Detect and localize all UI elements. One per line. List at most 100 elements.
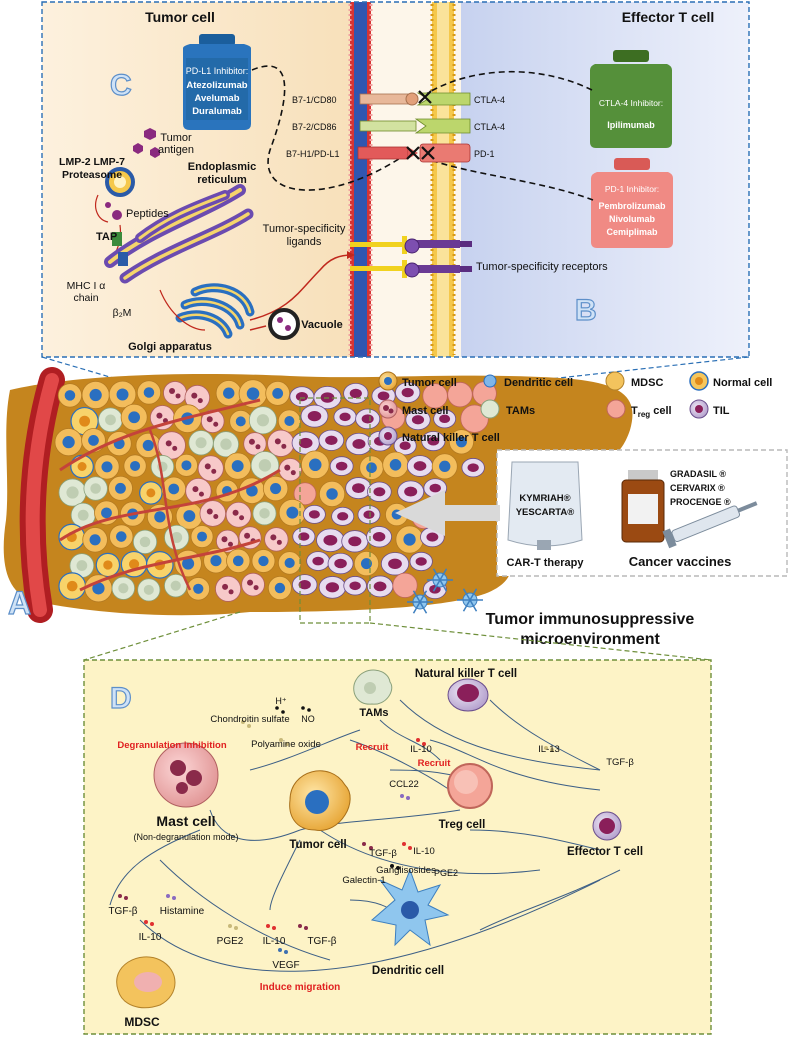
- tissue-cell: [395, 525, 424, 554]
- d-nkt-label: Natural killer T cell: [415, 668, 517, 680]
- tissue-dendritic-cell: [427, 568, 453, 592]
- tissue-cell: [366, 575, 394, 598]
- tissue-cell: [306, 551, 331, 571]
- d-histamine: Histamine: [160, 906, 205, 917]
- tissue-cell: [243, 432, 267, 456]
- tissue-cell: [385, 502, 409, 527]
- panel-c-letter: C: [110, 69, 132, 102]
- tissue-cell: [327, 552, 354, 575]
- tams-cell: [353, 669, 393, 705]
- legend-til: TIL: [713, 405, 730, 417]
- vaccine-drug-2: CERVARIX ®: [670, 483, 725, 493]
- tissue-cell: [185, 477, 212, 505]
- tissue-cell: [357, 505, 381, 525]
- ligand-receptor-pairs: [357, 90, 471, 163]
- tme-title-1: Tumor immunosuppressive: [486, 611, 695, 628]
- cell-legend: Tumor cell Dendritic cell MDSC Normal ce…: [378, 371, 772, 446]
- ligand-b7-1: B7-1/CD80: [292, 95, 337, 105]
- tissue-cell: [292, 527, 316, 547]
- tissue-cell: [157, 431, 186, 460]
- tissue-cell: [300, 404, 329, 428]
- tme-title-2: microenvironment: [520, 631, 660, 648]
- er-label-1: Endoplasmic: [188, 161, 256, 173]
- tissue-cell: [70, 406, 99, 436]
- pd1-drug-3: Cemiplimab: [606, 227, 658, 237]
- legend-mast-cell: Mast cell: [402, 405, 448, 417]
- legend-normal-cell: Normal cell: [713, 377, 772, 389]
- tumor-cell-d: [289, 770, 351, 831]
- d-galectin: Galectin-1: [342, 875, 385, 886]
- tissue-cell: [341, 530, 369, 553]
- tissue-cell: [81, 381, 110, 410]
- d-degranulation-label: Degranulation inhibition: [117, 740, 226, 751]
- tissue-cell: [278, 458, 302, 482]
- tissue-cell: [267, 429, 295, 457]
- pd1-inhibitor-title: PD-1 Inhibitor:: [605, 184, 659, 194]
- b2m-label: β₂M: [113, 307, 132, 319]
- tissue-cell: [393, 436, 417, 456]
- legend-tumor-cell: Tumor cell: [402, 377, 457, 389]
- zoom-line-d-right: [369, 622, 712, 661]
- tumor-antigen-label-2: antigen: [158, 144, 194, 156]
- d-induce-migration: Induce migration: [260, 982, 341, 993]
- tissue-cell: [94, 454, 120, 480]
- ligand-arrow: [249, 254, 353, 321]
- tissue-cell: [70, 502, 96, 528]
- tissue-cell: [405, 409, 431, 431]
- tissue-cell: [224, 452, 252, 480]
- tissue-cell: [392, 572, 418, 598]
- tissue-cell: [343, 576, 367, 596]
- ligand-b7-2: B7-2/CD86: [292, 122, 337, 132]
- dendritic-cell-d: [370, 868, 450, 947]
- tissue-cell: [241, 572, 265, 597]
- panel-d-frame: [83, 659, 712, 1035]
- tissue-cell: [262, 475, 289, 502]
- pdl1-inhibitor-link: [251, 65, 406, 191]
- tissue-cell: [409, 551, 433, 572]
- d-recruit-1: Recruit: [356, 742, 390, 753]
- tissue-cell: [329, 456, 354, 476]
- tissue-cell: [174, 453, 198, 477]
- tissue-cell: [251, 549, 276, 573]
- d-tgfb-b: TGF-β: [369, 848, 397, 859]
- therapy-arrow: [395, 490, 500, 536]
- panel-a-tumor-tissue: A: [3, 367, 633, 624]
- d-mast-mode-label: (Non-degranulation mode): [133, 832, 238, 842]
- tap-label: TAP: [96, 231, 117, 243]
- tissue-cell: [139, 481, 163, 505]
- mast-cell: [153, 742, 219, 808]
- tissue-cell: [318, 429, 345, 451]
- tissue-cell: [200, 409, 225, 434]
- legend-tams: TAMs: [506, 405, 535, 417]
- tissue-cell: [355, 408, 381, 430]
- tissue-cell: [184, 384, 211, 411]
- d-pge2-b: PGE2: [217, 936, 244, 947]
- mdsc-cell: [116, 956, 176, 1009]
- treg-cell: [447, 763, 493, 809]
- tissue-cell: [343, 383, 369, 404]
- tissue-cell: [302, 504, 326, 524]
- tissue-cell: [331, 506, 355, 526]
- panel-c-membrane-view: Tumor cell Effector T cell C B PD-L1 Inh…: [41, 1, 750, 358]
- tissue-cell: [264, 527, 289, 552]
- d-il13: IL-13: [538, 744, 560, 755]
- tissue-cell: [316, 528, 345, 552]
- d-tgfb-d: TGF-β: [307, 936, 336, 947]
- tissue-cell: [250, 451, 280, 480]
- receptor-ctla4-1: CTLA-4: [474, 95, 505, 105]
- tissue-cell: [448, 429, 475, 455]
- panel-d-interactions: D: [83, 659, 712, 1035]
- tissue-cell: [433, 409, 457, 429]
- panel-a-letter: A: [8, 585, 31, 621]
- tissue-cell: [95, 552, 121, 578]
- d-tgfb-c: TGF-β: [108, 906, 137, 917]
- zoom-line-left: [41, 356, 121, 381]
- pd1-inhibitor-bottle: PD-1 Inhibitor: Pembrolizumab Nivolumab …: [591, 158, 673, 248]
- tissue-cell: [289, 386, 315, 407]
- tissue-cell: [120, 403, 148, 431]
- tissue-cell: [186, 577, 211, 601]
- d-il10-d: IL-10: [263, 936, 286, 947]
- d-pge2-a: PGE2: [434, 868, 458, 878]
- tissue-cell: [431, 453, 458, 480]
